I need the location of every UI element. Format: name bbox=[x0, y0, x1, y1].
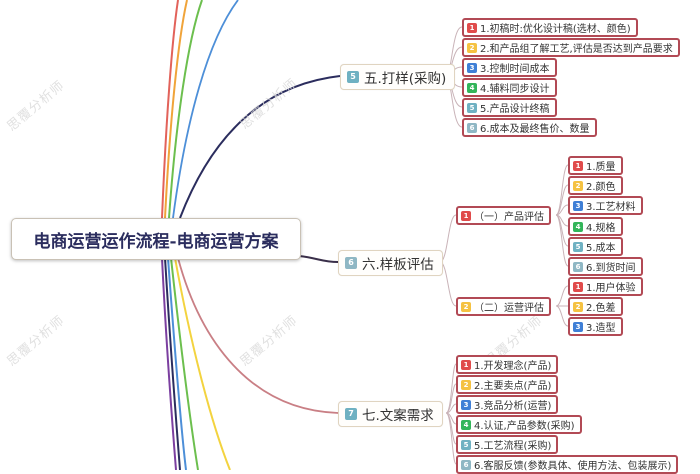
priority-4-icon: 4 bbox=[467, 82, 477, 93]
branch-topic-sampling[interactable]: 5 五.打样(采购) bbox=[340, 64, 456, 90]
priority-5-icon: 5 bbox=[347, 71, 359, 83]
subtopic[interactable]: 5 5.产品设计终稿 bbox=[462, 98, 557, 117]
subtopic-label: 1.初稿时:优化设计稿(选材、颜色) bbox=[480, 24, 631, 35]
root-topic[interactable]: 电商运营运作流程-电商运营方案 bbox=[11, 218, 301, 260]
subtopic-label: 5.产品设计终稿 bbox=[480, 104, 550, 115]
priority-1-icon: 1 bbox=[573, 160, 583, 171]
priority-3-icon: 3 bbox=[573, 321, 583, 332]
subtopic[interactable]: 1 1.用户体验 bbox=[568, 277, 643, 296]
subtopic[interactable]: 6 6.客服反馈(参数具体、使用方法、包装展示) bbox=[456, 455, 679, 474]
subtopic-label: 3.竞品分析(运营) bbox=[474, 401, 552, 412]
priority-4-icon: 4 bbox=[573, 221, 583, 232]
subtopic-label: 2.和产品组了解工艺,评估是否达到产品要求 bbox=[480, 44, 673, 55]
subtopic-operation-evaluation[interactable]: 2 （二）运营评估 bbox=[456, 297, 551, 316]
subtopic[interactable]: 4 4.规格 bbox=[568, 217, 623, 236]
subtopic-label: 3.造型 bbox=[586, 323, 616, 334]
subtopic-label: 5.工艺流程(采购) bbox=[474, 441, 552, 452]
priority-1-icon: 1 bbox=[573, 281, 583, 292]
subtopic[interactable]: 3 3.造型 bbox=[568, 317, 623, 336]
subtopic-label: 4.辅料同步设计 bbox=[480, 84, 550, 95]
subtopic[interactable]: 4 4.认证,产品参数(采购) bbox=[456, 415, 582, 434]
subtopic-label: 1.质量 bbox=[586, 162, 616, 173]
subtopic-label: 1.用户体验 bbox=[586, 283, 636, 294]
priority-6-icon: 6 bbox=[461, 459, 471, 470]
subtopic-label: （一）产品评估 bbox=[474, 212, 544, 223]
subtopic-label: 2.主要卖点(产品) bbox=[474, 381, 552, 392]
branch-label: 六.样板评估 bbox=[362, 257, 434, 273]
branch-topic-copywriting[interactable]: 7 七.文案需求 bbox=[338, 401, 443, 427]
subtopic-label: 4.规格 bbox=[586, 223, 616, 234]
priority-2-icon: 2 bbox=[573, 301, 583, 312]
subtopic-label: 2.颜色 bbox=[586, 182, 616, 193]
subtopic[interactable]: 5 5.工艺流程(采购) bbox=[456, 435, 559, 454]
subtopic[interactable]: 1 1.质量 bbox=[568, 156, 623, 175]
priority-3-icon: 3 bbox=[467, 62, 477, 73]
branch-label: 五.打样(采购) bbox=[364, 71, 447, 87]
priority-6-icon: 6 bbox=[345, 257, 357, 269]
priority-2-icon: 2 bbox=[461, 301, 471, 312]
priority-6-icon: 6 bbox=[573, 261, 583, 272]
subtopic-label: 1.开发理念(产品) bbox=[474, 361, 552, 372]
subtopic-label: 5.成本 bbox=[586, 243, 616, 254]
subtopic[interactable]: 2 2.和产品组了解工艺,评估是否达到产品要求 bbox=[462, 38, 680, 57]
priority-1-icon: 1 bbox=[461, 359, 471, 370]
subtopic[interactable]: 3 3.控制时间成本 bbox=[462, 58, 557, 77]
subtopic-label: 2.色差 bbox=[586, 303, 616, 314]
priority-3-icon: 3 bbox=[461, 399, 471, 410]
subtopic[interactable]: 1 1.初稿时:优化设计稿(选材、颜色) bbox=[462, 18, 638, 37]
priority-5-icon: 5 bbox=[573, 241, 583, 252]
subtopic-label: 6.客服反馈(参数具体、使用方法、包装展示) bbox=[474, 461, 672, 472]
priority-4-icon: 4 bbox=[461, 419, 471, 430]
priority-2-icon: 2 bbox=[461, 379, 471, 390]
priority-7-icon: 7 bbox=[345, 408, 357, 420]
priority-3-icon: 3 bbox=[573, 200, 583, 211]
subtopic-product-evaluation[interactable]: 1 （一）产品评估 bbox=[456, 206, 551, 225]
root-topic-title: 电商运营运作流程-电商运营方案 bbox=[33, 231, 279, 252]
priority-1-icon: 1 bbox=[461, 210, 471, 221]
subtopic[interactable]: 3 3.竞品分析(运营) bbox=[456, 395, 559, 414]
subtopic-label: 3.控制时间成本 bbox=[480, 64, 550, 75]
subtopic[interactable]: 6 6.成本及最终售价、数量 bbox=[462, 118, 597, 137]
priority-2-icon: 2 bbox=[467, 42, 477, 53]
branch-topic-sample-evaluation[interactable]: 6 六.样板评估 bbox=[338, 250, 443, 276]
subtopic[interactable]: 2 2.颜色 bbox=[568, 176, 623, 195]
subtopic[interactable]: 4 4.辅料同步设计 bbox=[462, 78, 557, 97]
subtopic-label: 6.成本及最终售价、数量 bbox=[480, 124, 590, 135]
priority-6-icon: 6 bbox=[467, 122, 477, 133]
subtopic[interactable]: 1 1.开发理念(产品) bbox=[456, 355, 559, 374]
priority-1-icon: 1 bbox=[467, 22, 477, 33]
subtopic[interactable]: 6 6.到货时间 bbox=[568, 257, 643, 276]
subtopic[interactable]: 2 2.色差 bbox=[568, 297, 623, 316]
priority-5-icon: 5 bbox=[467, 102, 477, 113]
subtopic-label: 6.到货时间 bbox=[586, 263, 636, 274]
subtopic-label: 3.工艺材料 bbox=[586, 202, 636, 213]
priority-5-icon: 5 bbox=[461, 439, 471, 450]
subtopic-label: 4.认证,产品参数(采购) bbox=[474, 421, 575, 432]
subtopic[interactable]: 5 5.成本 bbox=[568, 237, 623, 256]
branch-label: 七.文案需求 bbox=[362, 408, 434, 424]
priority-2-icon: 2 bbox=[573, 180, 583, 191]
subtopic-label: （二）运营评估 bbox=[474, 303, 544, 314]
subtopic[interactable]: 2 2.主要卖点(产品) bbox=[456, 375, 559, 394]
subtopic[interactable]: 3 3.工艺材料 bbox=[568, 196, 643, 215]
